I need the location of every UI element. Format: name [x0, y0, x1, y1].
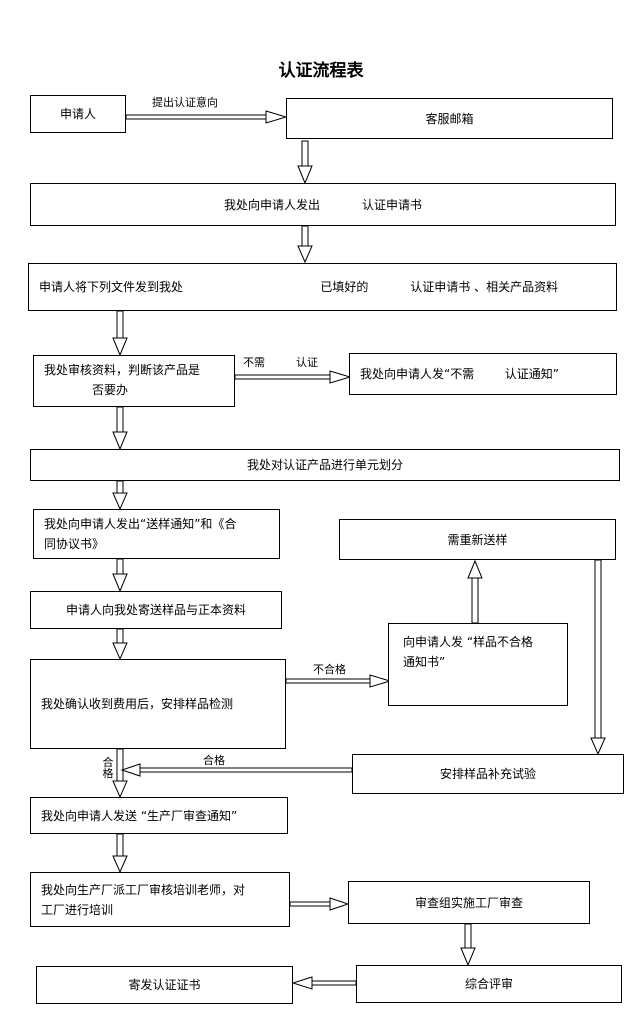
- arrow-supplementary-to-main: [139, 767, 353, 773]
- arrow-sample-to-send: [116, 558, 124, 575]
- arrow-trainer-to-review: [289, 901, 331, 907]
- no-cert-notice-label: 我处向申请人发“不需 认证通知”: [360, 367, 559, 381]
- service-mailbox-box: 客服邮箱: [286, 98, 613, 139]
- service-mailbox-label: 客服邮箱: [425, 111, 474, 126]
- factory-review-box: 审查组实施工厂审查: [348, 881, 590, 924]
- arrow-head: [291, 976, 313, 990]
- unit-division-label: 我处对认证产品进行单元划分: [246, 458, 403, 472]
- arrow-mailbox-to-form: [301, 140, 309, 167]
- arrow-head: [120, 763, 141, 777]
- arrow-form-to-files: [301, 225, 309, 247]
- qualified-vertical-label: 合格: [102, 756, 114, 780]
- arrow-notice-to-trainer: [116, 833, 124, 857]
- supplementary-test-box: 安排样品补充试验: [352, 754, 624, 794]
- send-trainer-line1: 我处向生产厂派工厂审核培训老师，对: [41, 883, 246, 897]
- arrow-head: [112, 492, 128, 511]
- arrow-head: [112, 855, 128, 874]
- arrow-review-to-division: [116, 406, 124, 433]
- comprehensive-evaluation-box: 综合评审: [356, 965, 622, 1003]
- resend-sample-label: 需重新送样: [447, 532, 508, 547]
- send-application-form-box: 我处向申请人发出 认证申请书: [30, 183, 616, 226]
- arrow-testing-to-factory-notice: [116, 748, 124, 782]
- supplementary-test-label: 安排样品补充试验: [439, 767, 536, 781]
- issue-certificate-box: 寄发认证证书: [36, 966, 293, 1004]
- unqualified-notice-line1: 向申请人发 “样品不合格: [403, 635, 534, 649]
- not-needed-label-1: 不需: [243, 356, 265, 369]
- sample-notice-box: 我处向申请人发出“送样通知”和《合 同协议书》: [33, 509, 280, 559]
- applicant-send-samples-box: 申请人向我处寄送样品与正本资料: [30, 591, 282, 629]
- page-title: 认证流程表: [278, 61, 364, 81]
- arrow-head: [297, 245, 313, 264]
- arrow-head: [265, 110, 288, 124]
- issue-certificate-label: 寄发认证证书: [128, 978, 201, 992]
- arrow-head: [329, 897, 350, 911]
- no-cert-notice-box: 我处向申请人发“不需 认证通知”: [349, 353, 617, 395]
- arrow-resend-to-supplementary: [594, 559, 602, 739]
- arrow-head: [112, 780, 128, 799]
- send-application-form-label: 我处向申请人发出 认证申请书: [224, 197, 422, 212]
- arrow-head: [112, 573, 128, 593]
- arrow-head: [297, 165, 313, 185]
- unit-division-box: 我处对认证产品进行单元划分: [30, 449, 620, 481]
- qualified-label: 合格: [203, 754, 225, 767]
- review-materials-box: 我处审核资料，判断该产品是 否要办: [33, 355, 235, 407]
- arrow-applicant-to-mailbox: [125, 114, 267, 120]
- arrange-testing-box: 我处确认收到费用后，安排样品检测: [30, 659, 286, 749]
- resend-sample-box: 需重新送样: [339, 519, 616, 560]
- arrow-head: [369, 674, 392, 688]
- arrow-division-to-sample: [116, 480, 124, 494]
- arrange-testing-label: 我处确认收到费用后，安排样品检测: [41, 697, 234, 711]
- arrow-head: [112, 642, 128, 661]
- arrow-head: [112, 337, 128, 357]
- factory-review-notice-label: 我处向申请人发送 “生产厂审查通知”: [41, 808, 238, 823]
- unqualified-notice-line2: 通知书”: [403, 655, 446, 669]
- applicant-box: 申请人: [30, 95, 126, 133]
- factory-review-notice-box: 我处向申请人发送 “生产厂审查通知”: [30, 797, 288, 834]
- factory-review-label: 审查组实施工厂审查: [414, 895, 523, 910]
- applicant-send-files-label: 申请人将下列文件发到我处 已填好的 认证申请书 、相关产品资料: [39, 280, 559, 294]
- arrow-review-to-nocert: [234, 374, 331, 380]
- sample-notice-line2: 同协议书》: [44, 537, 105, 551]
- arrow-head: [590, 737, 606, 756]
- arrow-head: [112, 431, 128, 451]
- send-trainer-box: 我处向生产厂派工厂审核培训老师，对 工厂进行培训: [30, 872, 290, 927]
- unqualified-notice-box: 向申请人发 “样品不合格 通知书”: [388, 623, 568, 706]
- arrow-unqualified-to-resend: [471, 577, 479, 624]
- arrow-review-to-evaluation: [464, 923, 472, 949]
- arrow-testing-to-unqualified: [285, 678, 371, 684]
- comprehensive-evaluation-label: 综合评审: [464, 977, 513, 991]
- sample-notice-line1: 我处向申请人发出“送样通知”和《合: [44, 517, 237, 531]
- arrow-head: [329, 370, 352, 384]
- send-trainer-line2: 工厂进行培训: [41, 903, 114, 917]
- arrow-head: [467, 559, 483, 579]
- review-materials-line2: 否要办: [92, 383, 129, 397]
- arrow-evaluation-to-certificate: [311, 980, 357, 986]
- applicant-send-files-box: 申请人将下列文件发到我处 已填好的 认证申请书 、相关产品资料: [28, 263, 617, 311]
- not-needed-label-2: 认证: [296, 356, 318, 369]
- arrow-files-to-review: [116, 310, 124, 339]
- submit-intent-label: 提出认证意向: [152, 96, 218, 109]
- arrow-send-to-testing: [116, 628, 124, 644]
- arrow-head: [460, 947, 476, 967]
- applicant-send-samples-label: 申请人向我处寄送样品与正本资料: [65, 603, 246, 617]
- unqualified-label: 不合格: [313, 663, 346, 676]
- applicant-label: 申请人: [59, 107, 96, 121]
- review-materials-line1: 我处审核资料，判断该产品是: [44, 363, 201, 377]
